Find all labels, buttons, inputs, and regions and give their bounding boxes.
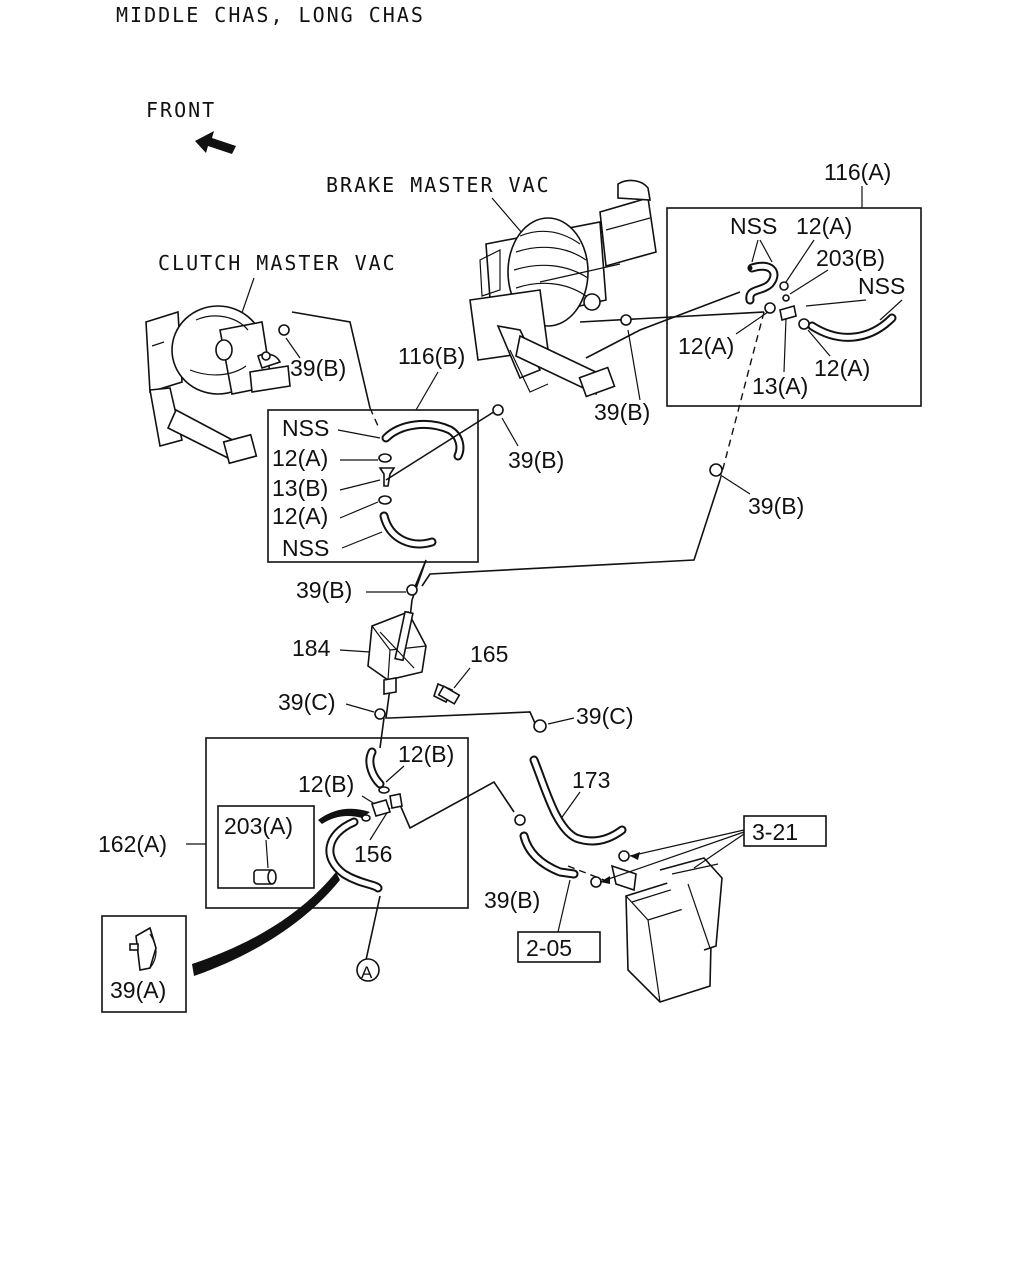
diagram-title: MIDDLE CHAS, LONG CHAS [116, 3, 425, 27]
clamp-label-8: 39(C) [576, 703, 634, 729]
kit-116b-item-5: NSS [282, 535, 329, 561]
part-39a-clip-icon [129, 926, 157, 971]
kit-116a-clip-left: 12(A) [678, 333, 734, 359]
clutch-master-vac-label: CLUTCH MASTER VAC [158, 251, 397, 275]
part-203a-box [217, 805, 315, 889]
part-173-pipe [519, 755, 627, 879]
clutch-master-vac-drawing [145, 305, 291, 465]
kit-116b-item-2: 12(A) [272, 445, 328, 471]
kit-116a-hoses [745, 261, 897, 342]
brake-master-vac-drawing [469, 179, 657, 398]
part-203a-label: 203(A) [224, 813, 293, 839]
kit-116a-label: 116(A) [824, 159, 891, 185]
ref-3-21-box[interactable] [743, 815, 827, 847]
part-173-label: 173 [572, 767, 610, 793]
part-162a-label: 162(A) [98, 831, 167, 857]
part-156-label: 156 [354, 841, 392, 867]
part-203a-valve-icon [253, 869, 277, 885]
clamp-icons [261, 314, 723, 826]
clamp-label-5: 39(B) [296, 577, 352, 603]
kit-116b-box [267, 409, 479, 563]
ref-a-label: A [361, 963, 373, 982]
part-39a-label: 39(A) [110, 977, 166, 1003]
brake-master-vac-label: BRAKE MASTER VAC [326, 173, 551, 197]
kit-116a-clip-right: 12(A) [814, 355, 870, 381]
kit-116a-clip-top: 12(A) [796, 213, 852, 239]
kit-116a-nss-top: NSS [730, 213, 777, 239]
kit-116b-label: 116(B) [398, 343, 465, 369]
kit-116a-box [666, 207, 922, 407]
ref-2-05-label: 2-05 [526, 935, 572, 961]
clamp-label-7: 39(C) [278, 689, 336, 715]
ref-2-05-box[interactable] [517, 931, 601, 963]
kit-162a-hoses [325, 747, 403, 893]
kit-116b-hoses [378, 420, 465, 549]
kit-116a-nss-right: NSS [858, 273, 905, 299]
kit-116b-item-1: NSS [282, 415, 329, 441]
part-184-drawing [367, 610, 427, 695]
clamp-label-1: 39(B) [290, 355, 346, 381]
part-12b-label-1: 12(B) [398, 741, 454, 767]
clamp-label-4: 39(B) [748, 493, 804, 519]
kit-116b-item-4: 12(A) [272, 503, 328, 529]
kit-116b-item-3: 13(B) [272, 475, 328, 501]
part-12b-label-2: 12(B) [298, 771, 354, 797]
clamp-label-6: 39(B) [484, 887, 540, 913]
part-39a-box [101, 915, 187, 1013]
ref-a-circle [356, 958, 380, 982]
kit-116a-valve: 203(B) [816, 245, 885, 271]
clamp-label-3: 39(B) [508, 447, 564, 473]
kit-116a-joint: 13(A) [752, 373, 808, 399]
front-arrow-icon [195, 131, 236, 154]
part-184-label: 184 [292, 635, 331, 661]
canister-drawing [590, 850, 723, 1003]
ref-3-21-label: 3-21 [752, 819, 798, 845]
front-label: FRONT [146, 98, 216, 122]
kit-162a-box [205, 737, 469, 909]
part-165-label: 165 [470, 641, 508, 667]
part-165-bolt [433, 682, 461, 705]
clamp-label-2: 39(B) [594, 399, 650, 425]
